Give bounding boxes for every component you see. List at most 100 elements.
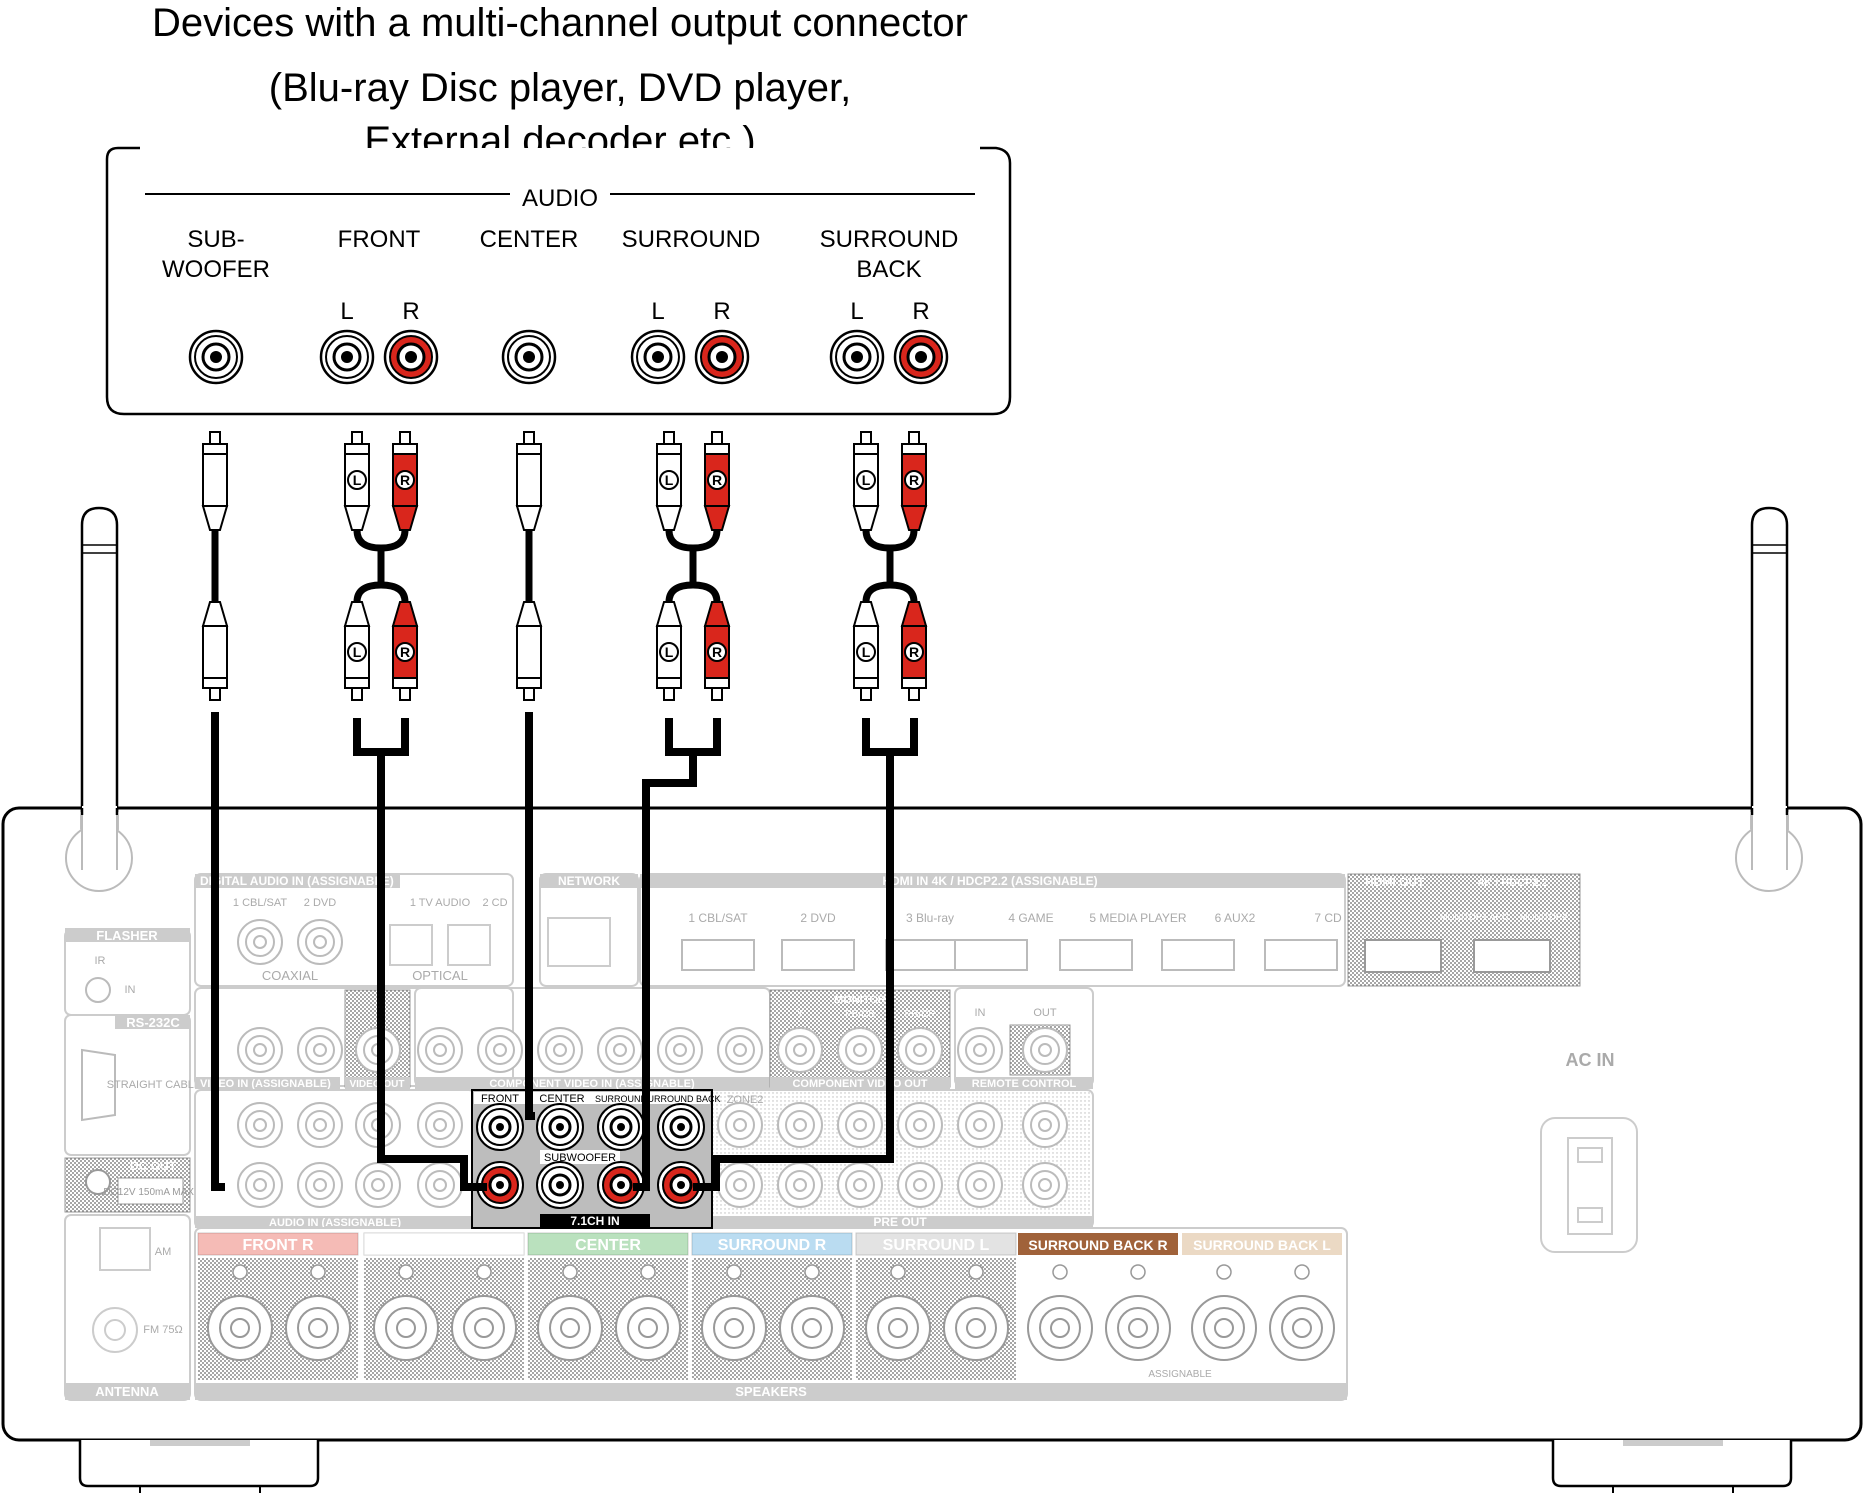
ch71-jack (657, 1103, 705, 1151)
receiver-jack (957, 1027, 1003, 1073)
channel-label: FRONT (338, 226, 421, 253)
hdmi-in-port: 3 Blu-ray (885, 911, 959, 971)
rca-jack (893, 329, 949, 385)
rca-jack (829, 329, 885, 385)
hdmi-in-port: 5 MEDIA PLAYER (1059, 911, 1187, 971)
rs232c-port (81, 1048, 116, 1122)
receiver-jack (417, 1027, 463, 1073)
left-label: L (340, 298, 353, 325)
source-device: Devices with a multi-channel output conn… (105, 1, 1012, 416)
speaker-label: SURROUND L (883, 1237, 990, 1254)
rca-plug-right: R (703, 601, 731, 701)
surround-cable-joint (665, 718, 721, 756)
receiver-jack (297, 1027, 343, 1073)
ch71-jacks (476, 1103, 705, 1209)
speaker-label: SURROUND BACK L (1193, 1237, 1331, 1253)
hdmi-in-port: 2 DVD (781, 911, 855, 971)
optical-label: OPTICAL (412, 968, 468, 983)
receiver-jack (897, 1162, 943, 1208)
speaker-terminal-group: FRONT R (197, 1232, 359, 1380)
hdmi-in-port: 4 GAME (954, 911, 1054, 971)
speakers-label: SPEAKERS (735, 1384, 807, 1399)
subwoofer-label: SUBWOOFER (544, 1152, 616, 1164)
rca-plug-left: L (343, 601, 371, 701)
flasher-label: FLASHER (96, 928, 158, 943)
rca-plug-right: R (391, 601, 419, 701)
component-out-label: COMPONENT VIDEO OUT (792, 1078, 927, 1090)
audio-label: AUDIO (522, 185, 598, 212)
ch71-in-label: 7.1CH IN (570, 1214, 619, 1228)
hdmi-input-label: 1 CBL/SAT (688, 911, 748, 925)
hdmi-input-label: 5 MEDIA PLAYER (1089, 911, 1186, 925)
hdmi-out-label: HDMI OUT (1365, 875, 1425, 889)
dc-out-label: DC OUT (130, 1159, 177, 1173)
receiver-chassis (1, 806, 1863, 1442)
remote-in-label: IN (975, 1007, 986, 1019)
ch71-jack (597, 1161, 645, 1209)
receiver-jack (417, 1162, 463, 1208)
optical-input-label: 1 TV AUDIO (410, 897, 471, 909)
receiver-jack (237, 1102, 283, 1148)
svg-text:L: L (665, 472, 674, 488)
ch71-jack (476, 1103, 524, 1151)
speaker-label: FRONT L (409, 1237, 479, 1254)
ch71-label: SURROUND (595, 1094, 648, 1104)
speaker-label: SURROUND R (718, 1237, 827, 1254)
rca-plug-left: L (852, 601, 880, 701)
rca-plug-right: R (900, 431, 928, 531)
channel-label: SURROUND (622, 226, 761, 253)
am-label: AM (155, 1246, 172, 1258)
receiver-jack (717, 1162, 763, 1208)
rca-plug-left (515, 431, 543, 531)
video-in-label: VIDEO IN (ASSIGNABLE) (200, 1078, 331, 1090)
receiver-jack (897, 1027, 943, 1073)
svg-text:R: R (400, 472, 410, 488)
twin-cable-top (353, 529, 409, 552)
audio-in-label: AUDIO IN (ASSIGNABLE) (269, 1217, 401, 1229)
rca-jack (501, 329, 557, 385)
surround-cable (633, 752, 697, 1191)
ir-jack (85, 977, 111, 1003)
ir-label: IR (95, 955, 106, 967)
svg-text:L: L (665, 644, 674, 660)
ir-in-label: IN (125, 984, 136, 996)
hdmi-in-port: 1 CBL/SAT (681, 911, 755, 971)
hdmi-input-label: 6 AUX2 (1215, 911, 1256, 925)
comp-pr-label: PR/CR (904, 1009, 935, 1020)
surround-back-cable (693, 752, 894, 1191)
speaker-label: SURROUND BACK R (1028, 1237, 1167, 1253)
twin-cable-bottom (353, 581, 409, 603)
dc-spec-label: DC12V 150mA MAX. (103, 1187, 196, 1198)
rca-plug-left (201, 601, 229, 701)
rca-plug-left: L (343, 431, 371, 531)
svg-text:L: L (862, 472, 871, 488)
ch71-jack (476, 1161, 524, 1209)
svg-text:R: R (909, 472, 919, 488)
optical-input-label: 2 CD (482, 897, 507, 909)
receiver-jack (237, 1162, 283, 1208)
hdmi-out-spec: 4K / HDCP2.2 (1478, 877, 1548, 889)
device-title-line2: (Blu-ray Disc player, DVD player, (269, 66, 851, 110)
svg-text:R: R (712, 644, 722, 660)
network-panel (539, 873, 639, 987)
twin-cable-bottom (665, 581, 721, 603)
pre-out-label: PRE OUT (873, 1215, 927, 1229)
receiver-jack (297, 1162, 343, 1208)
remote-control-label: REMOTE CONTROL (972, 1078, 1077, 1090)
svg-text:L: L (353, 644, 362, 660)
rca-plug-right: R (703, 431, 731, 531)
hdmi-input-label: 7 CD (1314, 911, 1342, 925)
receiver-jack (717, 1102, 763, 1148)
rca-jack (630, 329, 686, 385)
rs232c-label: RS-232C (126, 1015, 180, 1030)
channel-label: BACK (856, 256, 921, 283)
monitor2-label: MONITOR2 (1520, 912, 1567, 922)
antenna-label: ANTENNA (95, 1384, 159, 1399)
ch71-jack (536, 1103, 584, 1151)
left-antenna (65, 506, 133, 892)
channel-label: SURROUND (820, 226, 959, 253)
rca-jack (188, 329, 244, 385)
ch71-label: CENTER (539, 1093, 584, 1105)
